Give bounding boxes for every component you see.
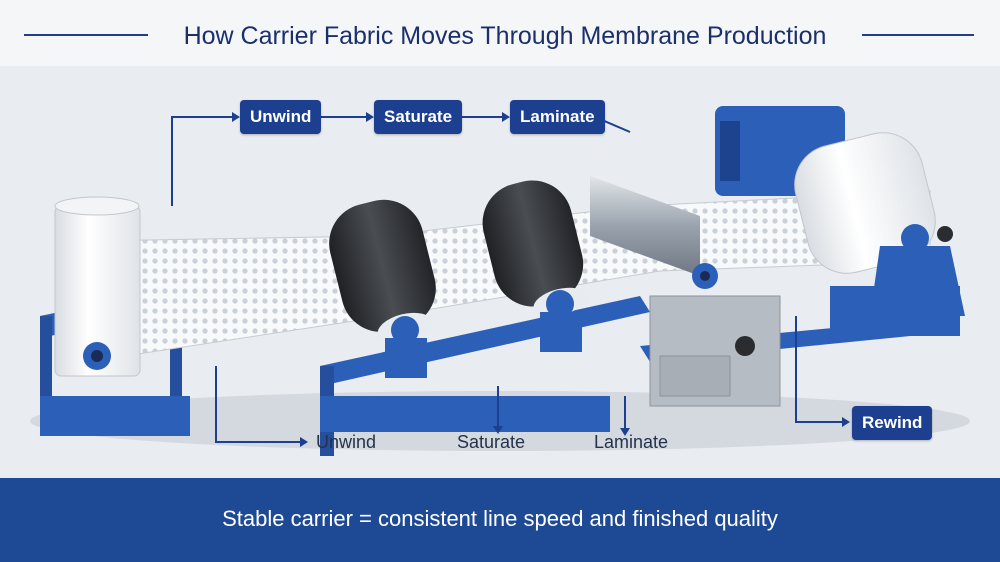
arrow-to-unwind-label [215, 366, 300, 443]
badge-saturate: Saturate [374, 100, 463, 134]
footer-band: Stable carrier = consistent line speed a… [0, 478, 1000, 562]
header-rule-right [862, 34, 974, 36]
label-saturate: Saturate [457, 432, 526, 452]
header-band: How Carrier Fabric Moves Through Membran… [0, 0, 1000, 66]
flow-arrows [171, 116, 842, 443]
production-line-illustration [0, 66, 1000, 478]
page-title: How Carrier Fabric Moves Through Membran… [183, 22, 827, 50]
label-unwind: Unwind [316, 432, 377, 452]
laminating-unit [590, 176, 781, 407]
arrow-heads [232, 112, 850, 447]
rewind-station [715, 106, 965, 316]
header-rule-left [24, 34, 148, 36]
arrow-to-unwind-badge [171, 116, 232, 206]
badge-laminate: Laminate [510, 100, 605, 134]
saturation-roller-2 [482, 180, 587, 352]
production-line-drawing [30, 106, 970, 456]
arrow-to-rewind-badge [795, 316, 842, 423]
saturation-roller-1 [329, 199, 436, 378]
badge-unwind: Unwind [240, 100, 322, 134]
footer-tagline: Stable carrier = consistent line speed a… [222, 506, 778, 531]
badge-rewind: Rewind [852, 406, 933, 440]
label-laminate: Laminate [594, 432, 669, 452]
unwind-roll [54, 196, 141, 377]
